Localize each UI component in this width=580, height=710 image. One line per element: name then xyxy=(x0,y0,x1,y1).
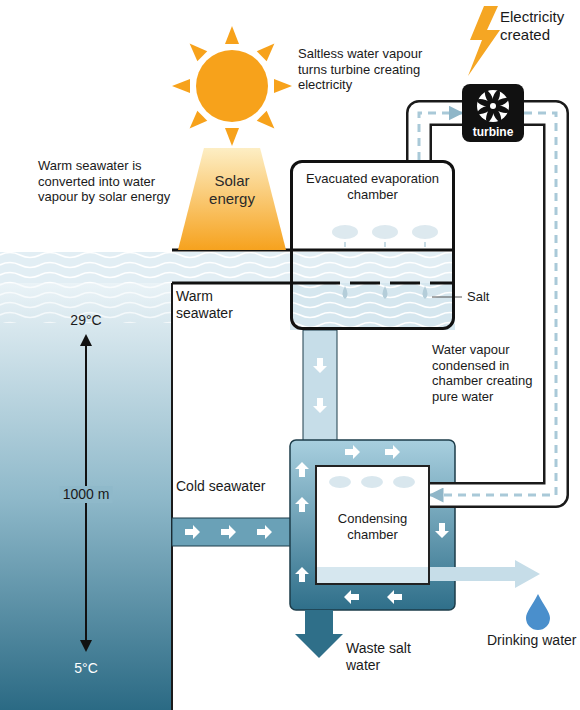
callout-label: 29°C xyxy=(70,312,101,329)
node-text: turbine xyxy=(473,125,514,139)
turbine-box: turbine xyxy=(462,84,524,142)
depth-arrow-head xyxy=(80,640,92,652)
solar-energy-beam: Solar energy xyxy=(178,148,286,250)
cold-inlet-pipe xyxy=(172,518,292,546)
channel-wall xyxy=(350,282,380,285)
node-text: Evacuated evaporation chamber xyxy=(305,171,440,204)
callout-label: 5°C xyxy=(74,660,98,677)
sunbeam xyxy=(178,148,286,250)
flow-arrow xyxy=(221,525,236,539)
depth-arrow-head xyxy=(80,334,92,346)
warm-water-pipe xyxy=(303,330,337,442)
fan-disc xyxy=(477,90,509,122)
turbine-fan xyxy=(462,84,524,126)
callout-label: 1000 m xyxy=(60,486,113,503)
ocean xyxy=(0,283,172,710)
condensing-chamber: Condensing chamber xyxy=(315,465,430,585)
fan-hub xyxy=(490,103,496,109)
vapour-flow xyxy=(430,113,556,495)
pure-water xyxy=(317,567,428,583)
flow-arrow xyxy=(295,462,309,477)
callout-label: Water vapour condensed in chamber creati… xyxy=(432,342,540,404)
callout-label: Saltless water vapour turns turbine crea… xyxy=(298,46,448,93)
flow-arrow xyxy=(435,523,449,538)
flow-arrow xyxy=(185,525,200,539)
chamber-interior xyxy=(315,465,430,585)
coast-wall xyxy=(171,283,173,710)
callout-label: Salt xyxy=(467,289,507,305)
channel-wall xyxy=(172,282,340,285)
salt-leader xyxy=(432,297,462,298)
waste-arrow xyxy=(295,634,343,658)
evaporation-chamber: Evacuated evaporation chamber xyxy=(290,160,455,330)
sea-surface xyxy=(0,252,455,283)
salt-drips xyxy=(343,286,428,299)
water-drop xyxy=(526,594,550,630)
mixing-loop xyxy=(290,440,455,610)
channel-wall xyxy=(390,282,420,285)
chamber-waves xyxy=(290,283,455,330)
vapour-pipe xyxy=(430,113,556,495)
condensing-clouds xyxy=(329,476,415,488)
channel-wall xyxy=(430,282,455,285)
callout-label: Cold seawater xyxy=(176,478,266,495)
sun-rays xyxy=(172,26,292,146)
flow-arrow xyxy=(257,525,272,539)
flow-arrow xyxy=(313,398,327,413)
node-text: Solar energy xyxy=(198,172,266,208)
vapour-clouds xyxy=(332,225,438,239)
callout-label: Waste salt water xyxy=(346,640,436,674)
flow-arrow xyxy=(295,567,309,582)
pipe-casing xyxy=(430,113,556,495)
chamber-water xyxy=(290,283,455,330)
pipe-interior xyxy=(430,113,556,495)
pipe-interior xyxy=(419,113,462,160)
flow-arrow xyxy=(385,445,400,459)
waste-pipe xyxy=(305,610,333,635)
flow-arrow xyxy=(344,590,359,604)
drinking-pipe xyxy=(430,567,516,581)
callout-label: Warm seawater is converted into water va… xyxy=(38,158,178,205)
callout-label: Drinking water xyxy=(487,632,577,649)
vapour-dashes xyxy=(345,242,425,247)
drinking-arrow xyxy=(515,560,540,588)
callout-label: Warm seawater xyxy=(176,288,266,322)
node-text: Condensing chamber xyxy=(321,511,424,544)
flow-arrow xyxy=(345,445,360,459)
flow-arrow xyxy=(295,497,309,512)
callout-label: Electricity created xyxy=(500,8,578,44)
sun xyxy=(196,50,268,122)
flow-arrow xyxy=(387,590,402,604)
surface-waves xyxy=(0,252,455,283)
vapour-flow xyxy=(419,113,462,160)
lightning-bolt xyxy=(468,6,500,76)
pipe-casing xyxy=(419,113,462,160)
vapour-pipe xyxy=(419,113,462,160)
flow-arrow xyxy=(313,358,327,373)
